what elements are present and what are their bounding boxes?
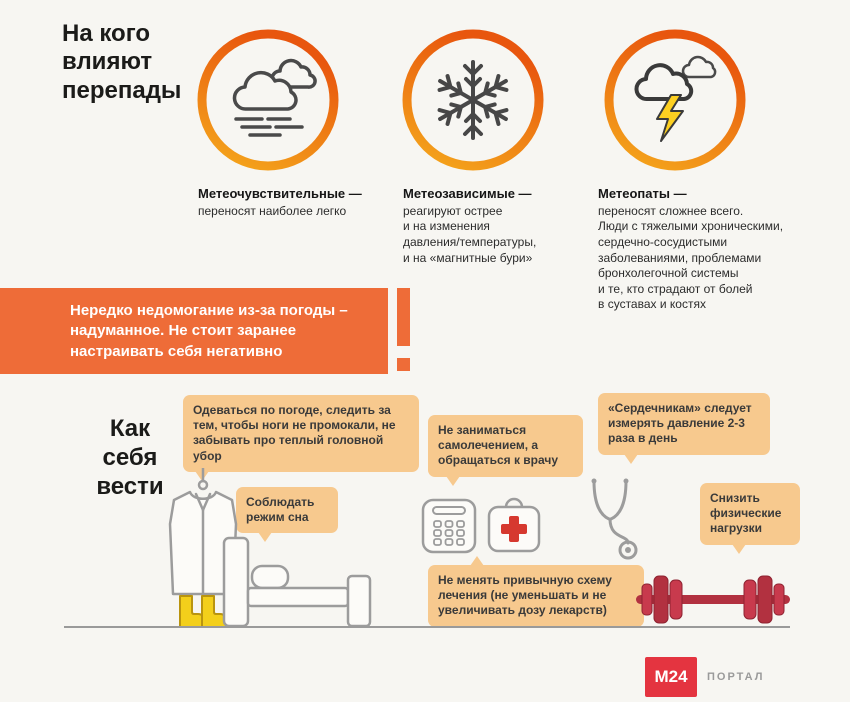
type-meteosensitive: Метеочувствительные — переносят наиболее… [198, 186, 403, 219]
type-title: Метеозависимые — [403, 186, 532, 201]
advice-bubble-sleep: Соблюдать режим сна [236, 487, 338, 544]
snowflake-icon [402, 29, 544, 171]
type-desc: переносят наиболее легко [198, 203, 347, 218]
type-title: Метеопаты — [598, 186, 687, 201]
boots-icon [179, 595, 227, 628]
advice-bubble-exercise: Снизить физические нагрузки [700, 483, 800, 554]
advice-bubble-dress: Одеваться по погоде, следить за тем, что… [183, 395, 419, 481]
warning-banner: Нередко недомогание из-за погоды – надум… [0, 288, 388, 374]
storm-cloud-icon [604, 29, 746, 171]
first-aid-kit-icon [487, 497, 541, 553]
advice-bubble-doctor: Не заниматься самолечением, а обращаться… [428, 415, 583, 486]
type-meteodependent: Метеозависимые — реагируют острее и на и… [403, 186, 578, 266]
ground-line [64, 626, 790, 628]
advice-section-title: Как себя вести [96, 415, 164, 500]
page-title: На кого влияют перепады [62, 20, 182, 104]
type-desc: реагируют острее и на изменения давления… [403, 203, 537, 265]
phone-icon [421, 498, 477, 554]
type-meteopath: Метеопаты — переносят сложнее всего. Люд… [598, 186, 833, 313]
bed-icon [222, 536, 372, 628]
stethoscope-icon [591, 478, 638, 560]
m24-logo: М24 [645, 657, 697, 697]
portal-label: ПОРТАЛ [707, 671, 765, 683]
exclamation-mark-dot [397, 358, 410, 371]
coat-icon [168, 468, 238, 596]
exclamation-mark [397, 288, 410, 346]
type-title: Метеочувствительные — [198, 186, 362, 201]
warning-text: Нередко недомогание из-за погоды – надум… [70, 302, 348, 360]
type-desc: переносят сложнее всего. Люди с тяжелыми… [598, 203, 784, 312]
dumbbell-icon [636, 575, 790, 624]
advice-bubble-pressure: «Сердечникам» следует измерять давление … [598, 393, 770, 464]
fog-clouds-icon [197, 29, 339, 171]
advice-bubble-medication: Не менять привычную схему лечения (не ум… [428, 556, 644, 627]
